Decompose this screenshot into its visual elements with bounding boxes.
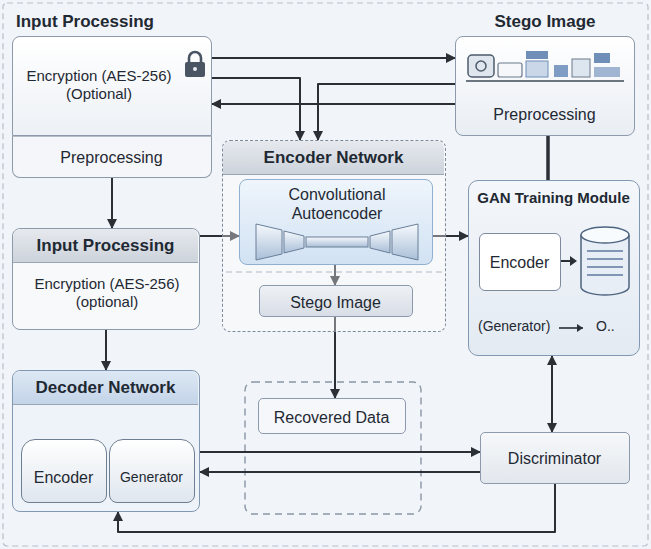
heading-text: Encoder Network: [223, 141, 444, 175]
stego-image-icon-part: [554, 65, 568, 77]
input-processing-box: Input ProcessingEncryption (AES-256)(opt…: [12, 228, 200, 330]
lock-icon-part: [189, 52, 201, 63]
database-icon-part: [561, 260, 571, 262]
database-icon-part: [581, 235, 629, 295]
connector-arrow: [318, 84, 455, 140]
connector-arrow: [200, 451, 480, 453]
stego-panel: Stego Image Preprocessing: [455, 4, 635, 136]
heading-text: Stego Image: [455, 12, 635, 32]
connector-arrow: [111, 178, 113, 228]
encoder-network-panel: Encoder Network Convolutional Autoencode…: [222, 140, 446, 332]
heading-text: Input Processing: [16, 12, 212, 32]
database-icon-part: [581, 227, 629, 243]
stego-image-icon-part: [594, 53, 610, 63]
database-icon-part: [559, 324, 583, 332]
node-text: Generator: [110, 469, 193, 486]
autoencoder-box: Convolutional Autoencoder: [239, 179, 433, 265]
database-icon-part: [587, 250, 623, 252]
connector-arrow: [200, 471, 480, 473]
node-text: Preprocessing: [456, 105, 633, 124]
lock-icon: [183, 49, 207, 79]
heading-text: Input Processing: [13, 229, 198, 263]
autoencoder-icon: [252, 222, 422, 262]
input-panel: Input Processing Encryption (AES-256)(Op…: [12, 4, 212, 180]
node-text: Convolutional Autoencoder: [270, 185, 404, 223]
node-text: Encryption (AES-256)(optional): [30, 275, 184, 311]
autoencoder-icon-part: [306, 237, 368, 247]
database-icon-part: [570, 256, 577, 266]
stego-image-icon-part: [526, 61, 548, 77]
stego-preprocessing-box: Preprocessing: [455, 36, 635, 136]
database-icon-part: [587, 274, 623, 276]
encryption-box: Encryption (AES-256)(Optional): [12, 36, 212, 136]
free-label: O..: [596, 318, 615, 335]
node-text: Encryption (AES-256)(Optional): [19, 67, 179, 103]
autoencoder-icon-part: [284, 231, 304, 253]
lock-icon-part: [185, 62, 205, 77]
autoencoder-icon-part: [370, 231, 390, 253]
preprocessing-box: Preprocessing: [12, 136, 212, 178]
recovered-data-box: Recovered Data: [258, 398, 406, 434]
database-icon-part: [587, 258, 623, 260]
encoder-box: Encoder: [479, 233, 561, 291]
decoder-network-panel: Decoder NetworkEncoder Generator: [12, 370, 200, 512]
lock-icon-part: [193, 67, 197, 71]
node-text: Preprocessing: [13, 148, 210, 167]
connector-arrow: [105, 330, 107, 370]
background-decor-part: [3, 3, 648, 546]
stego-image-icon-part: [594, 67, 620, 77]
stego-image-icon-part: [526, 51, 548, 59]
stego-image-icon-part: [498, 63, 522, 77]
generator-box: Generator: [109, 439, 195, 503]
background-decor-part: [245, 382, 421, 514]
discriminator-box: Discriminator: [480, 432, 630, 484]
connector-arrow: [212, 57, 455, 59]
stego-image-icon-part: [468, 55, 494, 77]
autoencoder-icon-part: [256, 224, 282, 260]
node-text: Discriminator: [481, 449, 628, 468]
autoencoder-icon-part: [392, 224, 418, 260]
free-label: (Generator): [478, 318, 550, 335]
stego-image-icon-part: [572, 59, 590, 77]
connector-arrow: [551, 356, 553, 432]
connector-arrow: [546, 136, 550, 180]
connector-arrow: [212, 78, 300, 140]
stego-image-icon: [464, 45, 628, 95]
database-icon-part: [587, 266, 623, 268]
stego-image-box: Stego Image: [259, 285, 413, 317]
connector-arrow: [212, 103, 455, 105]
node-text: Encoder: [480, 253, 559, 272]
node-text: Stego Image: [260, 293, 411, 312]
node-text: Recovered Data: [259, 408, 404, 427]
node-text: Encoder: [22, 468, 105, 487]
stego-image-icon-part: [466, 80, 624, 82]
stego-image-icon-part: [476, 61, 486, 71]
heading-text: GAN Training Module: [469, 189, 638, 207]
heading-text: Decoder Network: [13, 371, 198, 405]
decoder-encoder-box: Encoder: [21, 439, 107, 503]
